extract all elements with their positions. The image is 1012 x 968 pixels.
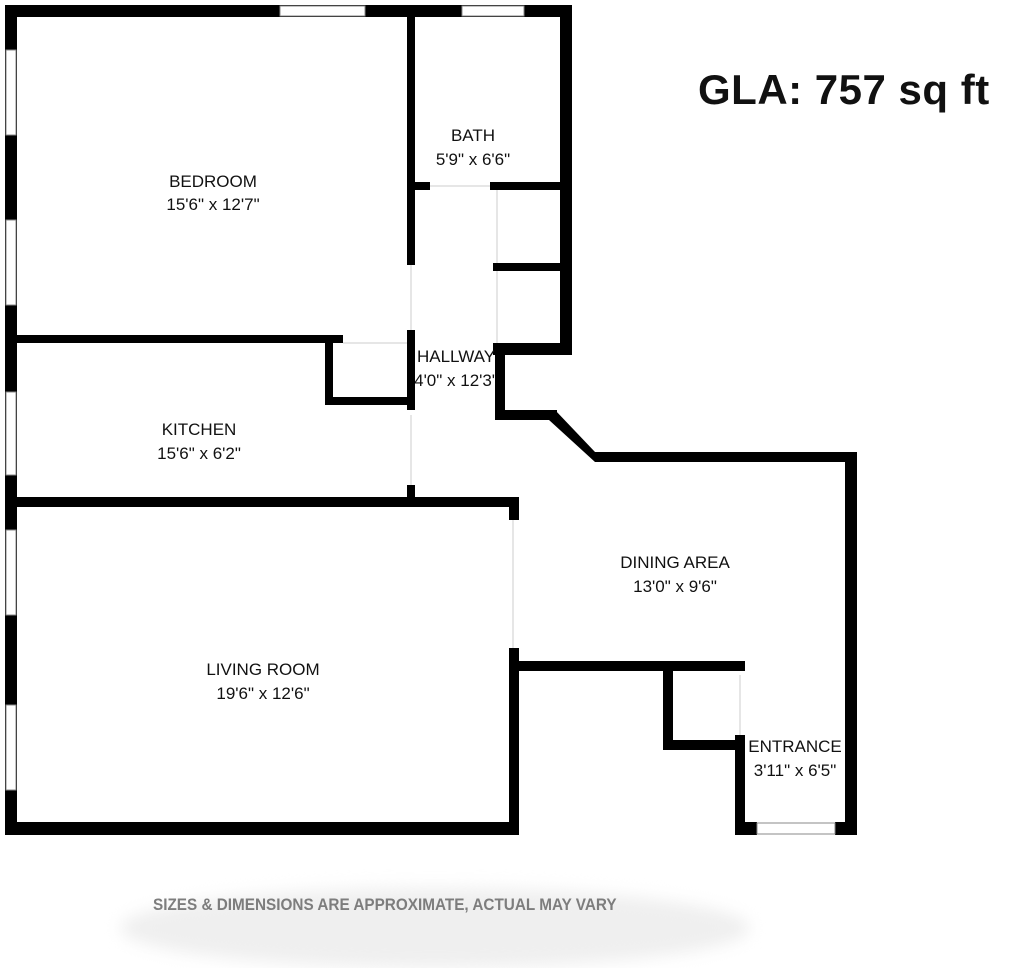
gla-label: GLA: 757 sq ft: [698, 66, 990, 113]
disclaimer-text: SIZES & DIMENSIONS ARE APPROXIMATE, ACTU…: [153, 895, 617, 914]
room-name: BEDROOM: [169, 172, 257, 191]
room-name-size: 5'9" x 6'6": [436, 150, 510, 169]
disclaimer-shadow: [120, 888, 750, 968]
walls: [5, 5, 857, 835]
room-size: 4'0" x 12'3": [414, 371, 498, 390]
room-name: LIVING ROOM: [206, 660, 319, 679]
room-name: DINING AREA: [620, 553, 730, 572]
room-size: 15'6" x 12'7": [166, 195, 259, 214]
room-name: HALLWAY: [417, 347, 495, 366]
windows: [5, 5, 836, 835]
room-size: 15'6" x 6'2": [157, 444, 241, 463]
room-name: BATH: [451, 126, 495, 145]
room-labels: BEDROOM 15'6" x 12'7" BATH 5'9" x 6'6" H…: [157, 126, 842, 780]
room-size: 19'6" x 12'6": [216, 684, 309, 703]
room-size: 3'11" x 6'5": [754, 761, 837, 780]
room-name: ENTRANCE: [748, 737, 842, 756]
room-name: KITCHEN: [162, 420, 237, 439]
doors: [343, 185, 741, 735]
room-size: 13'0" x 9'6": [633, 577, 717, 596]
